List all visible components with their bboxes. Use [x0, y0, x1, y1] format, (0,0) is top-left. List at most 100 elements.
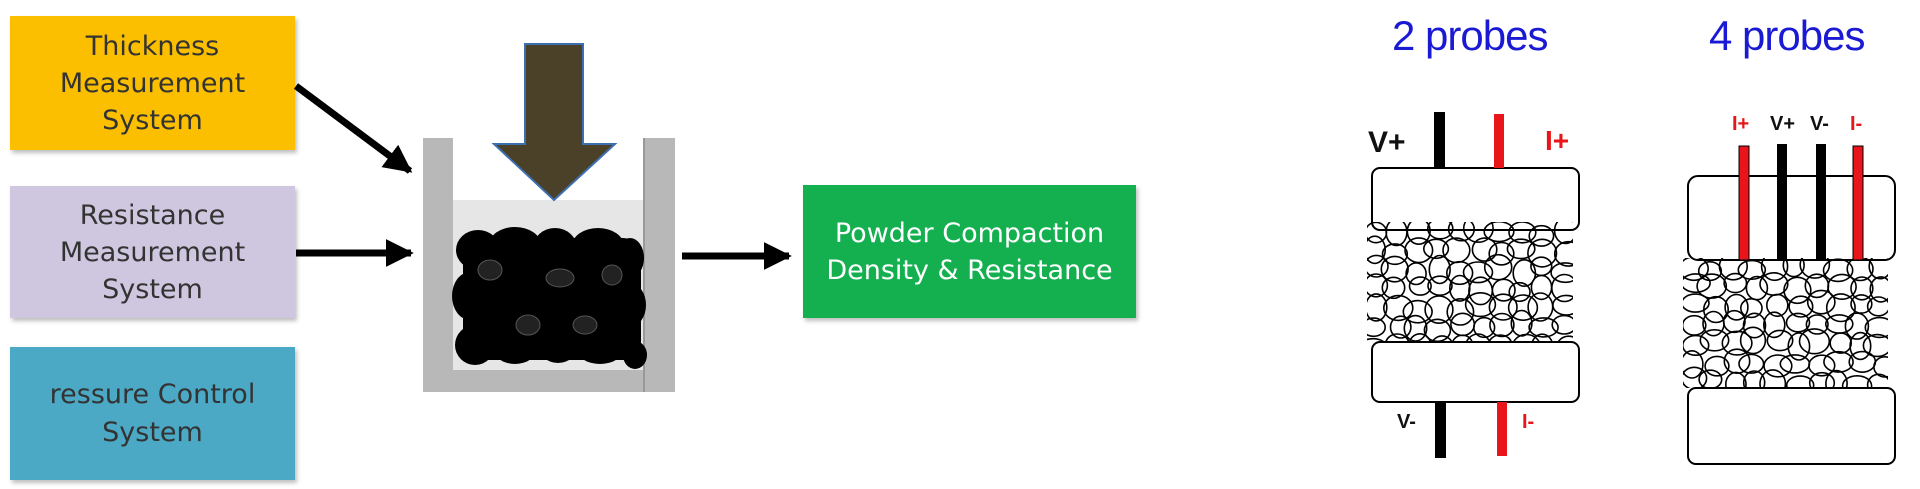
- probe4-i-plus-label: I+: [1732, 113, 1749, 135]
- powder-particle-outline: [1508, 281, 1531, 303]
- powder-particle-outline: [1465, 333, 1491, 342]
- powder-particle-outline: [1367, 337, 1386, 342]
- powder-particle-outline: [1823, 350, 1854, 373]
- powder-particle-outline: [1367, 317, 1386, 338]
- powder-highlights: [477, 259, 623, 336]
- powder-particle-outline: [1763, 354, 1793, 378]
- two-probe-cell: [1367, 112, 1580, 458]
- powder-particle-outline: [1527, 238, 1558, 268]
- powder-particle-outline: [1844, 312, 1870, 340]
- probe4-i-minus-label: I-: [1850, 113, 1862, 135]
- powder-particle-outline: [1427, 275, 1453, 297]
- i-plus-label: I+: [1545, 125, 1569, 156]
- powder-particle-outline: [1825, 293, 1856, 323]
- powder-particle-outline: [1472, 316, 1496, 339]
- powder-particle-outline: [1866, 296, 1888, 317]
- powder-particle-outline: [1766, 293, 1789, 317]
- powder-particle-outline: [1822, 258, 1854, 283]
- powder-particle-outline: [1491, 278, 1516, 302]
- powder-particle-outline: [1742, 370, 1766, 388]
- powder-particle-outline: [1531, 333, 1553, 342]
- powder-particle-outline: [1683, 273, 1711, 294]
- arrow-thickness-to-press: [293, 83, 413, 174]
- powder-particle-outline: [1483, 222, 1515, 243]
- powder-particle-outline: [1738, 353, 1765, 374]
- powder-particle-outline: [1489, 312, 1515, 338]
- powder-particle-outline: [1783, 276, 1812, 305]
- powder-particle-outline: [1740, 298, 1763, 319]
- powder-particle-outline: [1785, 375, 1815, 388]
- four-probe-powder: [1683, 258, 1888, 388]
- powder-particle-outline: [1451, 334, 1474, 342]
- powder-particle-outline: [1683, 350, 1704, 379]
- v-minus-label: V-: [1397, 411, 1416, 433]
- powder-particle-outline: [1850, 276, 1874, 301]
- powder-particle-outline: [1367, 273, 1389, 298]
- powder-particle-outline: [1403, 314, 1428, 342]
- powder-particle-outline: [1389, 315, 1412, 339]
- probe4-v-minus-label: V-: [1810, 113, 1829, 135]
- powder-particle-outline: [1829, 332, 1852, 354]
- pressure-line-1: ressure Control: [49, 378, 256, 410]
- powder-particle-outline: [1408, 333, 1432, 342]
- powder-particle-outline: [1683, 366, 1708, 388]
- powder-particle-outline: [1724, 293, 1749, 321]
- powder-particle-outline: [1528, 317, 1559, 338]
- powder-particle-outline: [1424, 295, 1454, 325]
- output-line-1: Powder Compaction: [834, 217, 1105, 249]
- powder-particle-outline: [1553, 222, 1573, 245]
- powder-particle-outline: [1849, 331, 1872, 361]
- powder-particle-outline: [1508, 222, 1537, 244]
- four-probe-cell: [1683, 144, 1896, 465]
- powder-particle-outline: [1447, 222, 1475, 242]
- powder-particle-outline: [1527, 292, 1554, 322]
- powder-particle-outline: [1766, 329, 1794, 352]
- pressure-control-box: ressure Control System: [10, 347, 295, 480]
- powder-particle-outline: [1806, 289, 1836, 315]
- powder-particle-outline: [1683, 258, 1709, 282]
- powder-particle-outline: [1488, 334, 1513, 342]
- powder-particle-outline: [1446, 297, 1475, 326]
- powder-particle-outline: [1850, 294, 1873, 314]
- powder-particle-outline: [1471, 237, 1498, 262]
- powder-particle-outline: [1869, 276, 1888, 303]
- powder-particle-outline: [1739, 326, 1767, 355]
- resistance-measurement-box: Resistance Measurement System: [10, 186, 295, 318]
- powder-particle-outline: [1528, 224, 1555, 247]
- powder-particle-outline: [1381, 276, 1406, 300]
- powder-particle-outline: [1402, 299, 1433, 324]
- powder-particle-outline: [1551, 273, 1573, 303]
- powder-particle-outline: [1488, 293, 1518, 321]
- powder-particle-outline: [1737, 259, 1767, 281]
- powder-particle-outline: [1552, 294, 1573, 316]
- powder-particle-outline: [1551, 314, 1573, 335]
- powder-particle-outline: [1760, 258, 1789, 282]
- powder-particle-outline: [1862, 333, 1888, 358]
- powder-particle-outline: [1825, 369, 1848, 388]
- powder-particles: [452, 227, 647, 369]
- pressure-line-2: System: [102, 416, 203, 448]
- powder-particle-outline: [1745, 275, 1769, 301]
- powder-particle-outline: [1788, 295, 1814, 318]
- powder-particle-outline: [1763, 311, 1786, 339]
- powder-particle-outline: [1557, 335, 1573, 342]
- powder-particle-outline: [1864, 316, 1888, 339]
- powder-particle-outline: [1722, 309, 1746, 334]
- powder-particle-outline: [1449, 274, 1471, 302]
- two-probes-title: 2 probes: [1392, 12, 1548, 59]
- powder-particle-outline: [1445, 260, 1474, 286]
- powder-particle-outline: [1405, 262, 1427, 286]
- thickness-line-3: System: [102, 104, 203, 136]
- powder-particle-outline: [1704, 355, 1730, 377]
- thickness-line-1: Thickness: [85, 30, 220, 62]
- powder-particle-outline: [1808, 354, 1836, 377]
- powder-particle-outline: [1553, 240, 1573, 267]
- powder-particle-outline: [1683, 334, 1710, 356]
- powder-particle-outline: [1782, 258, 1805, 278]
- powder-particle-outline: [1550, 262, 1573, 284]
- powder-particle-outline: [1468, 276, 1494, 306]
- resistance-line-1: Resistance: [79, 199, 226, 231]
- thickness-measurement-box: Thickness Measurement System: [10, 16, 295, 150]
- powder-particle-outline: [1805, 314, 1829, 335]
